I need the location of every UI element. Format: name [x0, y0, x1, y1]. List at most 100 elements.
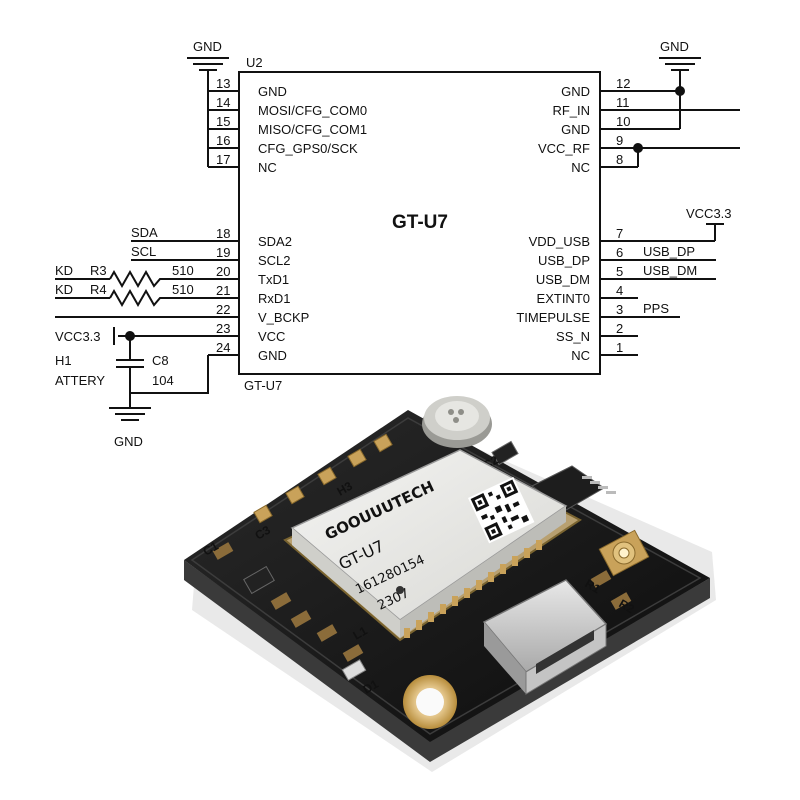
led-d1 — [341, 659, 367, 681]
left-pin-name: SCL2 — [258, 253, 291, 268]
gnd-symbol-bottom: GND — [109, 407, 151, 449]
right-pin-10: 10 GND — [561, 114, 680, 137]
left-pin-20: 20 TxD1 — [165, 264, 289, 287]
left-pin-name: MOSI/CFG_COM0 — [258, 103, 367, 118]
right-pin-number: 11 — [616, 95, 630, 110]
coin-battery — [422, 396, 492, 448]
silk-h3: H3 — [335, 479, 356, 499]
right-pin-number: 10 — [616, 114, 630, 129]
left-pin-name: VCC — [258, 329, 285, 344]
micro-usb-port — [482, 579, 608, 695]
right-pin-number: 2 — [616, 321, 623, 336]
left-pin-name: RxD1 — [258, 291, 291, 306]
silk-l1: L1 — [351, 623, 370, 642]
left-pin-name: NC — [258, 160, 277, 175]
right-pin-6: 6 USB_DP — [538, 245, 716, 268]
left-pin-24: 24 GND — [208, 340, 287, 363]
left-pin-13: 13 GND — [208, 76, 287, 99]
left-pin-14: 14 MOSI/CFG_COM0 — [208, 95, 367, 118]
gnd-route-pin24 — [130, 355, 209, 394]
header-pads — [253, 433, 393, 524]
right-pin-number: 3 — [616, 302, 623, 317]
right-pin-name: GND — [561, 122, 590, 137]
r4-label: R4 — [90, 282, 107, 297]
capacitor-c8: C8 104 — [116, 336, 174, 408]
right-pin-5: 5 USB_DM — [536, 264, 716, 287]
r3-value: 510 — [172, 263, 194, 278]
net-usb-dp: USB_DP — [643, 244, 695, 259]
left-pin-number: 18 — [216, 226, 230, 241]
ic-ref-label: U2 — [246, 55, 263, 70]
right-pin-name: NC — [571, 348, 590, 363]
right-pin-number: 12 — [616, 76, 630, 91]
net-sda: SDA — [131, 225, 158, 240]
gnd-label: GND — [660, 39, 689, 54]
right-pin-2: 2 SS_N — [556, 321, 638, 344]
left-pin-number: 19 — [216, 245, 230, 260]
silk-c1: C1 — [201, 539, 222, 559]
right-pin-number: 5 — [616, 264, 623, 279]
left-pin-name: V_BCKP — [258, 310, 309, 325]
ic-footer-label: GT-U7 — [244, 378, 282, 393]
right-pin-number: 1 — [616, 340, 623, 355]
gnd-label: GND — [114, 434, 143, 449]
right-pin-3: 3 TIMEPULSE — [516, 302, 680, 325]
right-pin-name: USB_DM — [536, 272, 590, 287]
gnd-symbol-top-left: GND — [187, 39, 229, 91]
smd-components — [212, 440, 632, 662]
right-pin-1: 1 NC — [571, 340, 638, 363]
left-pin-number: 14 — [216, 95, 230, 110]
vcc-right-net: VCC3.3 — [686, 206, 732, 241]
right-pin-list: 12 GND 11 RF_IN 10 GND 9 VCC_RF 8 NC 7 V… — [516, 76, 740, 363]
right-pin-number: 4 — [616, 283, 623, 298]
left-pin-number: 21 — [216, 283, 230, 298]
battery-label: ATTERY — [55, 373, 105, 388]
left-pin-23: 23 VCC — [118, 321, 285, 344]
silk-c3: C3 — [253, 523, 274, 543]
right-pin-number: 7 — [616, 226, 623, 241]
left-pin-16: 16 CFG_GPS0/SCK — [208, 133, 358, 156]
h1-label: H1 — [55, 353, 72, 368]
right-pin-8: 8 NC — [571, 152, 638, 175]
left-pin-18: 18 SDA2 — [131, 226, 292, 249]
left-pin-22: 22 V_BCKP — [55, 302, 309, 325]
right-pin-name: RF_IN — [552, 103, 590, 118]
right-pin-4: 4 EXTINT0 — [537, 283, 638, 306]
net-kd-2: KD — [55, 282, 73, 297]
r4-value: 510 — [172, 282, 194, 297]
net-usb-dm: USB_DM — [643, 263, 697, 278]
left-pin-15: 15 MISO/CFG_COM1 — [208, 114, 367, 137]
resistor-r4: KD R4 510 — [55, 282, 194, 308]
silk-r1: R1 — [583, 576, 604, 596]
left-pin-number: 20 — [216, 264, 230, 279]
gt-u7-board-photo: C1 C2 C3 H3 R1 R2 D1 L1 GOOUUUTECH GT-U7… — [184, 396, 716, 772]
silk-r2: R2 — [617, 596, 638, 616]
left-pin-number: 15 — [216, 114, 230, 129]
ic-body — [238, 71, 601, 375]
right-pin-name: TIMEPULSE — [516, 310, 590, 325]
mounting-hole — [403, 675, 457, 729]
right-pin-name: NC — [571, 160, 590, 175]
left-pin-name: SDA2 — [258, 234, 292, 249]
ufl-antenna-connector — [598, 529, 650, 577]
left-pin-17: 17 NC — [208, 152, 277, 175]
left-pin-name: CFG_GPS0/SCK — [258, 141, 358, 156]
right-pin-number: 8 — [616, 152, 623, 167]
left-pin-number: 23 — [216, 321, 230, 336]
right-pin-name: VDD_USB — [529, 234, 590, 249]
left-pin-21: 21 RxD1 — [165, 283, 291, 306]
schematic: U2 GT-U7 GT-U7 13 GND 14 MOSI/CFG_COM0 1… — [55, 39, 740, 449]
left-pin-name: MISO/CFG_COM1 — [258, 122, 367, 137]
resistor-r3: KD R3 510 — [55, 263, 194, 289]
c8-value: 104 — [152, 373, 174, 388]
left-pin-number: 17 — [216, 152, 230, 167]
vcc-right-label: VCC3.3 — [686, 206, 732, 221]
right-pin-12: 12 GND — [561, 76, 680, 99]
left-pin-number: 16 — [216, 133, 230, 148]
left-pin-name: TxD1 — [258, 272, 289, 287]
right-pin-7: 7 VDD_USB — [529, 226, 715, 249]
net-pps: PPS — [643, 301, 669, 316]
right-pin-name: USB_DP — [538, 253, 590, 268]
right-pin-9: 9 VCC_RF — [538, 133, 740, 156]
